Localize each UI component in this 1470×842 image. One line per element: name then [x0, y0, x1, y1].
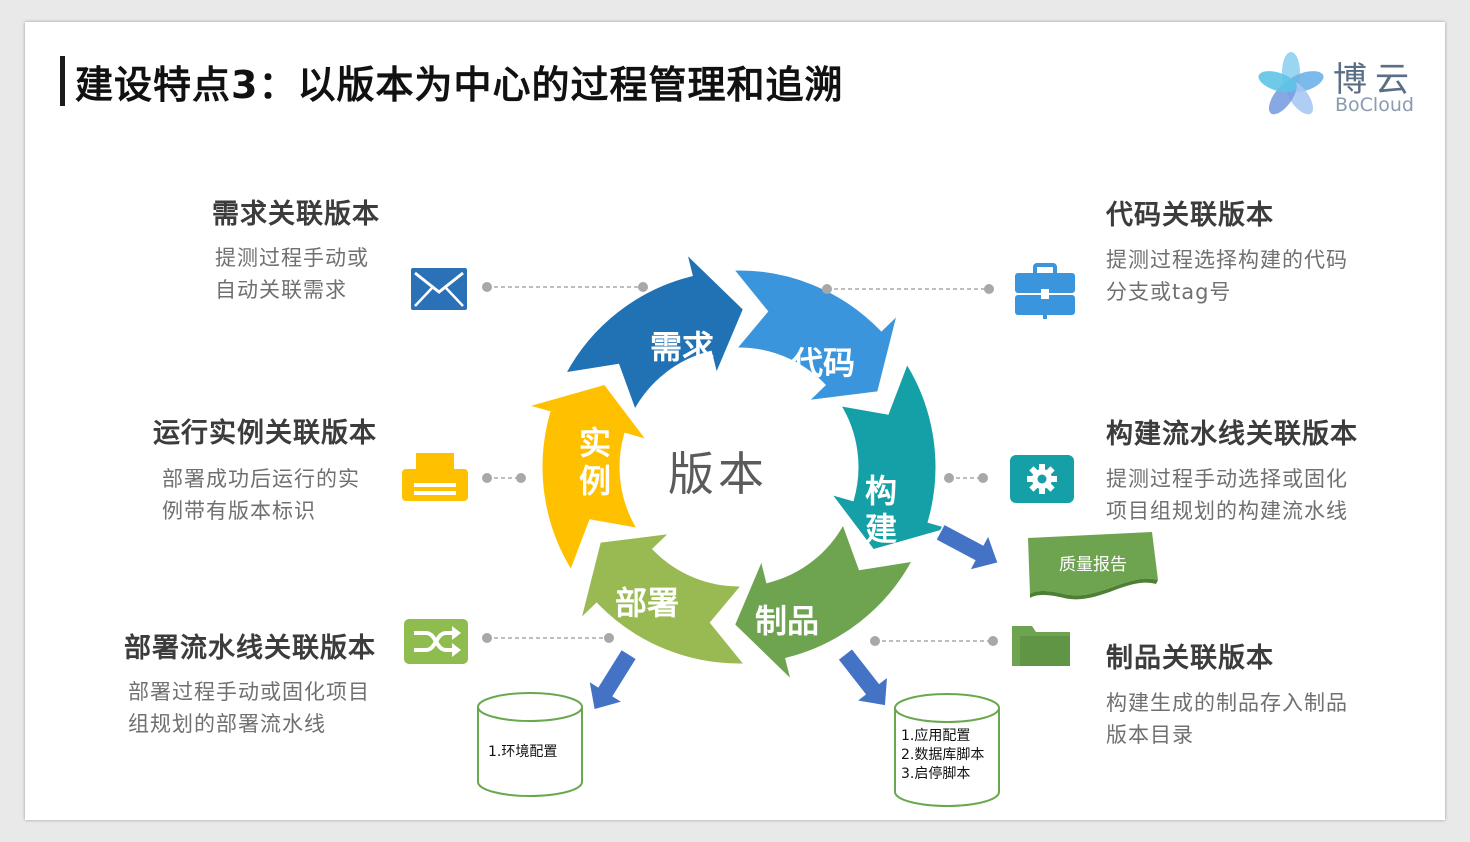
segment-req: [561, 246, 747, 416]
segment-label-inst: 实例: [579, 424, 615, 500]
segment-code: [729, 267, 902, 404]
env-storage-text: 1.环境配置: [488, 743, 557, 762]
folder-icon: [1012, 626, 1070, 666]
req-title: 需求关联版本: [212, 199, 380, 230]
segment-label-deploy: 部署: [615, 584, 680, 622]
segment-label-build-text: 构建: [865, 472, 898, 548]
cycle-ring: [520, 246, 958, 688]
quality-report-label: 质量报告: [1059, 555, 1127, 575]
bocloud-logo: 博云 BoCloud: [1257, 52, 1422, 120]
app-storage-line-1: 1.应用配置: [901, 728, 971, 744]
segment-label-inst-text: 实例: [579, 424, 612, 500]
env-storage-cylinder: [477, 692, 583, 797]
printer-icon: [402, 453, 468, 501]
segment-deploy: [576, 530, 749, 667]
logo-mark-icon: [1258, 52, 1324, 115]
req-desc: 提测过程手动或 自动关联需求: [215, 246, 369, 302]
build-desc: 提测过程手动选择或固化 项目组规划的构建流水线: [1106, 467, 1348, 523]
segment-label-build: 构建: [865, 472, 901, 548]
briefcase-icon: [1015, 263, 1075, 319]
app-storage-cylinder: [894, 693, 1000, 807]
shuffle-icon: [404, 619, 468, 664]
inst-title: 运行实例关联版本: [153, 418, 377, 449]
segment-inst: [520, 381, 653, 576]
deploy-desc: 部署过程手动或固化项目 组规划的部署流水线: [128, 680, 370, 736]
envelope-icon: [411, 268, 467, 310]
segment-label-req: 需求: [650, 328, 715, 366]
slide: 建设特点3：以版本为中心的过程管理和追溯 博云 BoCloud: [25, 22, 1445, 820]
code-desc: 提测过程选择构建的代码 分支或tag号: [1106, 248, 1348, 304]
version-cycle-diagram: [477, 246, 1000, 807]
app-storage-line-2: 2.数据库脚本: [901, 747, 985, 763]
logo-cn-text: 博云: [1333, 60, 1417, 100]
inst-desc: 部署成功后运行的实 例带有版本标识: [162, 467, 360, 523]
app-storage-line-3: 3.启停脚本: [901, 766, 971, 782]
build-title: 构建流水线关联版本: [1106, 419, 1358, 450]
arrow-to-env-storage: [587, 648, 638, 711]
arrow-to-app-storage: [836, 647, 889, 707]
segment-label-art: 制品: [755, 602, 820, 640]
title-accent-bar: [60, 56, 65, 106]
deploy-title: 部署流水线关联版本: [124, 633, 376, 664]
art-desc: 构建生成的制品存入制品 版本目录: [1106, 691, 1348, 747]
env-storage-line: 1.环境配置: [488, 744, 558, 760]
page-title: 建设特点3：以版本为中心的过程管理和追溯: [75, 63, 844, 107]
art-title: 制品关联版本: [1106, 643, 1274, 674]
quality-report-badge: 质量报告: [1028, 532, 1158, 602]
center-version-label: 版本: [668, 447, 768, 501]
arrow-to-report: [934, 523, 1000, 572]
report-banner-shape: [1028, 532, 1158, 600]
segment-art: [731, 518, 917, 688]
segment-label-code: 代码: [791, 344, 856, 382]
logo-en-text: BoCloud: [1335, 94, 1414, 116]
gear-icon: [1010, 455, 1074, 503]
app-storage-text: 1.应用配置 2.数据库脚本 3.启停脚本: [901, 727, 984, 784]
code-title: 代码关联版本: [1106, 200, 1274, 231]
